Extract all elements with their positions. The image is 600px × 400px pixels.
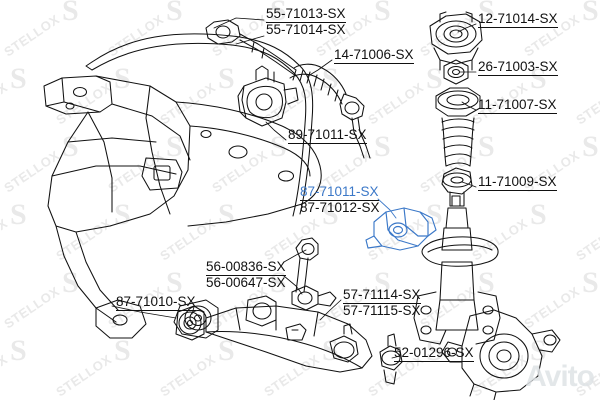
part-number-label: 55-71013-SX [266, 6, 346, 23]
part-number-label: 87-71011-SX [300, 184, 379, 201]
part-number-label: 87-71012-SX [300, 200, 380, 215]
part-number-label: 11-71009-SX [478, 174, 557, 191]
part-number-label: 55-71014-SX [266, 22, 346, 37]
part-number-label: 57-71114-SX [343, 287, 421, 304]
part-number-label: 26-71003-SX [478, 59, 558, 76]
part-number-label: 89-71011-SX [288, 127, 367, 144]
part-number-label: 87-71010-SX [116, 294, 196, 311]
part-number-label: 56-00647-SX [206, 275, 286, 290]
part-number-label: 57-71115-SX [343, 303, 421, 318]
part-number-label: 52-01296-SX [394, 345, 474, 362]
part-number-label: 56-00836-SX [206, 259, 286, 276]
part-number-label: 11-71007-SX [478, 97, 557, 114]
avito-watermark: Avito [525, 360, 595, 393]
part-number-label: 14-71006-SX [334, 47, 414, 64]
part-number-label: 12-71014-SX [478, 11, 558, 28]
